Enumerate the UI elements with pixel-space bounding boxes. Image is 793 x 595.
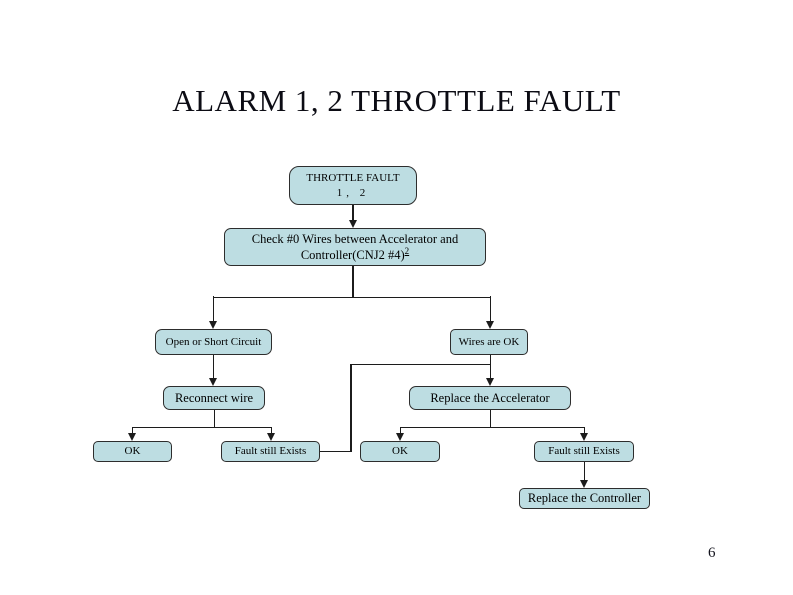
node-throttle-fault: THROTTLE FAULT 1, 2 bbox=[289, 166, 417, 205]
connector-line bbox=[131, 426, 133, 434]
connector-line bbox=[400, 426, 585, 428]
node-fault-still-exists-left-label: Fault still Exists bbox=[234, 445, 307, 458]
page-number: 6 bbox=[708, 545, 716, 561]
node-wires-are-ok-label: Wires are OK bbox=[458, 335, 520, 348]
arrowhead-down-icon bbox=[348, 220, 357, 228]
connector-line bbox=[489, 296, 491, 321]
node-ok-right: OK bbox=[360, 441, 440, 462]
connector-line bbox=[489, 410, 491, 427]
node-ok-right-label: OK bbox=[392, 445, 408, 458]
connector-line bbox=[352, 266, 354, 297]
connector-line bbox=[489, 355, 491, 378]
node-replace-accelerator-label: Replace the Accelerator bbox=[430, 390, 550, 405]
connector-line bbox=[350, 363, 352, 452]
connector-line bbox=[212, 296, 214, 321]
node-replace-accelerator: Replace the Accelerator bbox=[409, 386, 571, 410]
node-fault-still-exists-left: Fault still Exists bbox=[221, 441, 320, 462]
node-ok-left-label: OK bbox=[124, 445, 141, 458]
node-check-wires-line2: Controller(CNJ2 #4)2 bbox=[300, 245, 410, 262]
page-title: ALARM 1, 2 THROTTLE FAULT bbox=[172, 83, 621, 118]
arrowhead-down-icon bbox=[209, 321, 218, 329]
connector-line bbox=[320, 450, 351, 452]
connector-line bbox=[132, 426, 272, 428]
connector-line bbox=[352, 205, 354, 221]
node-ok-left: OK bbox=[93, 441, 172, 462]
connector-line bbox=[270, 426, 272, 434]
node-replace-controller: Replace the Controller bbox=[519, 488, 650, 509]
arrowhead-down-icon bbox=[267, 433, 276, 441]
connector-line bbox=[213, 296, 491, 298]
node-check-wires-line1: Check #0 Wires between Accelerator and bbox=[251, 231, 459, 246]
arrowhead-down-icon bbox=[396, 433, 405, 441]
connector-line bbox=[583, 426, 585, 434]
arrowhead-down-icon bbox=[580, 433, 589, 441]
connector-line bbox=[583, 462, 585, 480]
node-throttle-fault-line2: 1, 2 bbox=[336, 186, 370, 199]
node-check-wires: Check #0 Wires between Accelerator and C… bbox=[224, 228, 486, 266]
arrowhead-down-icon bbox=[209, 378, 218, 386]
arrowhead-down-icon bbox=[580, 480, 589, 488]
connector-line bbox=[213, 410, 215, 427]
node-open-short-circuit-label: Open or Short Circuit bbox=[165, 335, 262, 348]
node-reconnect-wire: Reconnect wire bbox=[163, 386, 265, 410]
arrowhead-down-icon bbox=[486, 378, 495, 386]
arrowhead-down-icon bbox=[486, 321, 495, 329]
connector-line bbox=[350, 363, 490, 365]
node-open-short-circuit: Open or Short Circuit bbox=[155, 329, 272, 355]
arrowhead-down-icon bbox=[128, 433, 137, 441]
node-reconnect-wire-label: Reconnect wire bbox=[174, 390, 254, 405]
node-fault-still-exists-right: Fault still Exists bbox=[534, 441, 634, 462]
node-fault-still-exists-right-label: Fault still Exists bbox=[548, 445, 620, 458]
node-wires-are-ok: Wires are OK bbox=[450, 329, 528, 355]
connector-line bbox=[212, 355, 214, 378]
footnote-ref: 2 bbox=[404, 245, 410, 256]
connector-line bbox=[399, 426, 401, 434]
node-replace-controller-label: Replace the Controller bbox=[527, 491, 642, 506]
node-throttle-fault-line1: THROTTLE FAULT bbox=[306, 172, 400, 185]
